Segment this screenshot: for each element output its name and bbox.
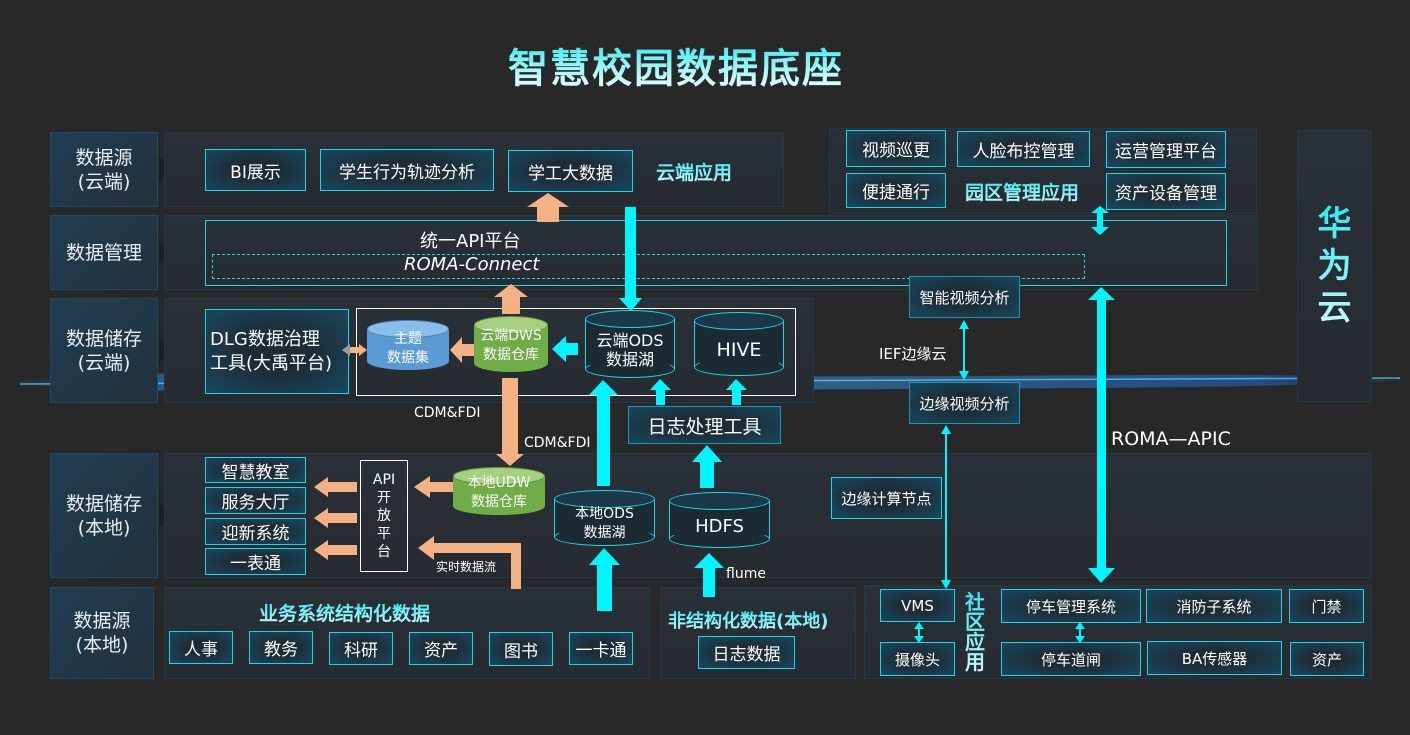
row-label-storage-local: 数据储存 (本地) (50, 453, 158, 578)
local-udw-cylinder[interactable]: 本地UDW 数据仓库 (453, 467, 545, 515)
edge-compute-node[interactable]: 边缘计算节点 (831, 477, 942, 519)
cdm-fdi-label-2: CDM&FDI (524, 435, 591, 451)
community-access-control[interactable]: 门禁 (1289, 589, 1364, 623)
community-parking-gate[interactable]: 停车道闸 (1001, 642, 1141, 676)
ief-edge-cloud-label: IEF边缘云 (879, 345, 947, 363)
hive-cylinder[interactable]: HIVE (694, 312, 784, 376)
theme-dataset-cylinder[interactable]: 主题 数据集 (367, 320, 449, 370)
log-processing-tool[interactable]: 日志处理工具 (628, 406, 781, 444)
community-ba-sensor[interactable]: BA传感器 (1147, 641, 1282, 675)
huawei-cloud-label: 华 为 云 (1317, 204, 1352, 328)
dlg-governance-tool[interactable]: DLG数据治理 工具(大禹平台) (205, 309, 349, 394)
app-student-behavior[interactable]: 学生行为轨迹分析 (320, 149, 494, 191)
app-video-patrol[interactable]: 视频巡更 (846, 130, 946, 167)
source-assets[interactable]: 资产 (409, 632, 473, 665)
community-camera[interactable]: 摄像头 (880, 642, 955, 676)
source-research[interactable]: 科研 (329, 632, 393, 665)
community-apps-title: 社 区 应 用 (962, 592, 988, 672)
source-log-data[interactable]: 日志数据 (698, 636, 795, 669)
hdfs-cylinder[interactable]: HDFS (669, 492, 770, 548)
app-quick-pass[interactable]: 便捷通行 (846, 173, 946, 208)
cloud-dws-label: 云端DWS 数据仓库 (480, 328, 542, 363)
app-student-big-data[interactable]: 学工大数据 (508, 150, 633, 192)
community-vms[interactable]: VMS (880, 589, 955, 622)
page-title: 智慧校园数据底座 (0, 36, 1352, 94)
roma-connect-box (212, 254, 1085, 279)
api-platform-name: 统一API平台 (420, 231, 521, 252)
edge-video-analysis[interactable]: 边缘视频分析 (909, 382, 1020, 424)
structured-data-title: 业务系统结构化数据 (259, 599, 430, 626)
park-apps-title: 园区管理应用 (965, 178, 1079, 205)
source-academic-affairs[interactable]: 教务 (249, 631, 313, 664)
local-ods-label: 本地ODS 数据湖 (575, 506, 634, 541)
api-open-platform[interactable]: API 开 放 平 台 (360, 460, 408, 572)
row-label-data-management: 数据管理 (50, 215, 158, 290)
realtime-flow-label: 实时数据流 (436, 560, 497, 574)
row-label-storage-cloud: 数据储存 (云端) (50, 298, 158, 403)
local-ods-cylinder[interactable]: 本地ODS 数据湖 (554, 490, 655, 546)
unstructured-data-title: 非结构化数据(本地) (668, 607, 828, 633)
community-fire-system[interactable]: 消防子系统 (1146, 589, 1282, 623)
local-udw-label: 本地UDW 数据仓库 (467, 475, 531, 510)
app-face-control[interactable]: 人脸布控管理 (957, 131, 1090, 167)
band-data-management (164, 215, 1258, 290)
app-bi-display[interactable]: BI展示 (205, 149, 306, 191)
app-service-hall[interactable]: 服务大厅 (205, 487, 306, 514)
roma-apic-label: ROMA—APIC (1111, 428, 1231, 450)
hdfs-label: HDFS (695, 515, 744, 537)
huawei-cloud-panel: 华 为 云 (1297, 130, 1372, 402)
source-campus-card[interactable]: 一卡通 (569, 632, 633, 665)
arrow-ief-link (959, 320, 969, 380)
hive-label: HIVE (716, 338, 762, 361)
roma-connect-label: ROMA-Connect (404, 254, 540, 275)
source-hr[interactable]: 人事 (169, 631, 233, 664)
cloud-apps-title: 云端应用 (656, 158, 732, 185)
app-smart-classroom[interactable]: 智慧教室 (205, 457, 306, 483)
cloud-ods-cylinder[interactable]: 云端ODS 数据湖 (585, 310, 675, 378)
smart-video-analysis[interactable]: 智能视频分析 (909, 276, 1020, 318)
cloud-dws-cylinder[interactable]: 云端DWS 数据仓库 (474, 316, 548, 372)
app-asset-device-mgmt[interactable]: 资产设备管理 (1106, 173, 1226, 210)
community-parking-mgmt[interactable]: 停车管理系统 (1001, 589, 1141, 623)
flume-label: flume (726, 566, 766, 582)
theme-dataset-label: 主题 数据集 (387, 331, 429, 366)
cdm-fdi-label-1: CDM&FDI (414, 405, 481, 421)
app-freshman-system[interactable]: 迎新系统 (205, 518, 306, 545)
api-platform-box[interactable] (205, 220, 1227, 286)
row-label-source-cloud: 数据源 (云端) (50, 132, 158, 207)
app-ops-platform[interactable]: 运营管理平台 (1106, 131, 1226, 168)
app-one-form[interactable]: 一表通 (205, 548, 306, 575)
cloud-ods-label: 云端ODS 数据湖 (596, 331, 664, 369)
community-assets[interactable]: 资产 (1290, 642, 1364, 676)
row-label-source-local: 数据源 (本地) (50, 587, 154, 679)
source-library[interactable]: 图书 (489, 632, 553, 666)
